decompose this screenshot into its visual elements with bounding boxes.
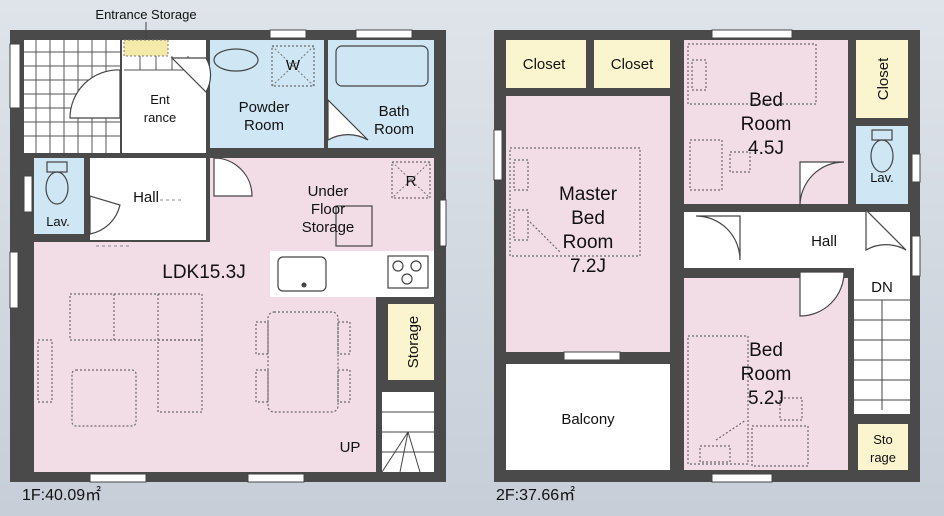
master-label-line3: Room [563,232,614,253]
hall-2f-label: Hall [811,233,837,250]
lav-2f-label: Lav. [870,170,894,185]
under-floor-label-line3: Storage [302,219,355,236]
closet-3-area [856,40,908,118]
entrance-storage-label: Entrance Storage [95,7,196,22]
storage-2f-area [858,424,908,470]
master-label-line2: Bed [571,208,605,229]
powder-room-label-line2: Room [244,117,284,134]
closet-1-area [506,40,586,88]
first-floor-area: 1F:40.09㎡ [22,486,101,504]
shoe-door[interactable] [170,57,212,93]
fridge-label: R [406,173,417,190]
first-floor-stairs [381,411,434,473]
closet-1-label: Closet [523,56,566,73]
sofa [69,293,203,341]
closet-3-label: Closet [875,57,892,100]
fridge-space [391,161,431,199]
bed-room-45-area [684,40,848,204]
under-floor-label-line1: Under [308,183,349,200]
first-floor-windows [9,29,447,483]
master-label-line1: Master [559,184,618,205]
stove [387,255,429,289]
lav-1f-label: Lav. [46,214,70,229]
storage-1f-label: Storage [405,316,422,369]
bathtub [335,45,429,87]
lav-2f-door[interactable] [865,208,907,252]
master-label-line4: 7.2J [570,256,606,277]
master-bed [509,147,641,257]
bed52-label-line3: 5.2J [748,388,784,409]
bath-door[interactable] [327,98,369,142]
closet-2-area [594,40,670,88]
second-floor-stairs [854,299,910,410]
dining-chair [337,369,351,403]
under-floor-label-line2: Floor [311,201,345,218]
balcony-area [506,364,670,470]
master-bed-room-area [506,96,670,352]
dining-chair [337,321,351,355]
bed45-label-line2: Room [741,114,792,135]
powder-room-area [210,40,324,148]
bed52-door[interactable] [799,271,845,317]
washer-space [271,45,315,87]
bed52-label-line2: Room [741,364,792,385]
dining-chair [255,321,269,355]
dn-label: DN [871,279,893,296]
second-floor-area: 2F:37.66㎡ [496,486,575,504]
dining-chair [255,369,269,403]
first-floor-plan: Entrance Storage Ent rance Powder Room W… [9,7,447,504]
lav-2f-area [856,126,908,204]
master-door[interactable] [695,215,741,261]
desk-52 [751,425,809,467]
bed-52 [687,335,749,465]
closet-2-label: Closet [611,56,654,73]
washer-label: W [286,57,301,74]
entrance-label-line1: Ent [150,92,170,107]
bed45-label-line1: Bed [749,90,783,111]
bed52-label-line1: Bed [749,340,783,361]
entrance-storage-shelf [123,39,169,57]
bath-room-label-line1: Bath [379,103,410,120]
hall-area [90,158,206,240]
coffee-table [71,369,137,427]
sofa-chaise [157,339,203,413]
entrance-door[interactable] [69,69,121,119]
bed-45 [687,43,817,105]
bath-room-label-line2: Room [374,121,414,138]
entrance-label-line2: rance [144,110,177,125]
kitchen-sink [277,256,327,292]
ldk-label: LDK15.3J [162,262,245,283]
kitchen-door[interactable] [213,157,253,197]
storage-2f-label-line2: rage [870,450,896,465]
bed45-label-line3: 4.5J [748,138,784,159]
storage-2f-label-line1: Sto [873,432,893,447]
lav-door[interactable] [89,195,121,235]
second-floor-plan: Closet Closet Closet Master Bed Room 7.2… [493,29,921,504]
wash-basin [213,48,259,72]
balcony-label: Balcony [561,411,615,428]
bed45-door[interactable] [799,161,845,207]
hall-1f-label: Hall [133,189,159,206]
second-floor-windows [493,29,921,483]
underfloor-hatch [335,205,373,247]
stair-storage-area [388,304,434,380]
dining-table [267,311,339,413]
tv-board [37,339,53,403]
up-label: UP [340,439,361,456]
desk-45 [689,139,723,191]
lav-area [34,158,84,234]
powder-room-label-line1: Powder [239,99,290,116]
